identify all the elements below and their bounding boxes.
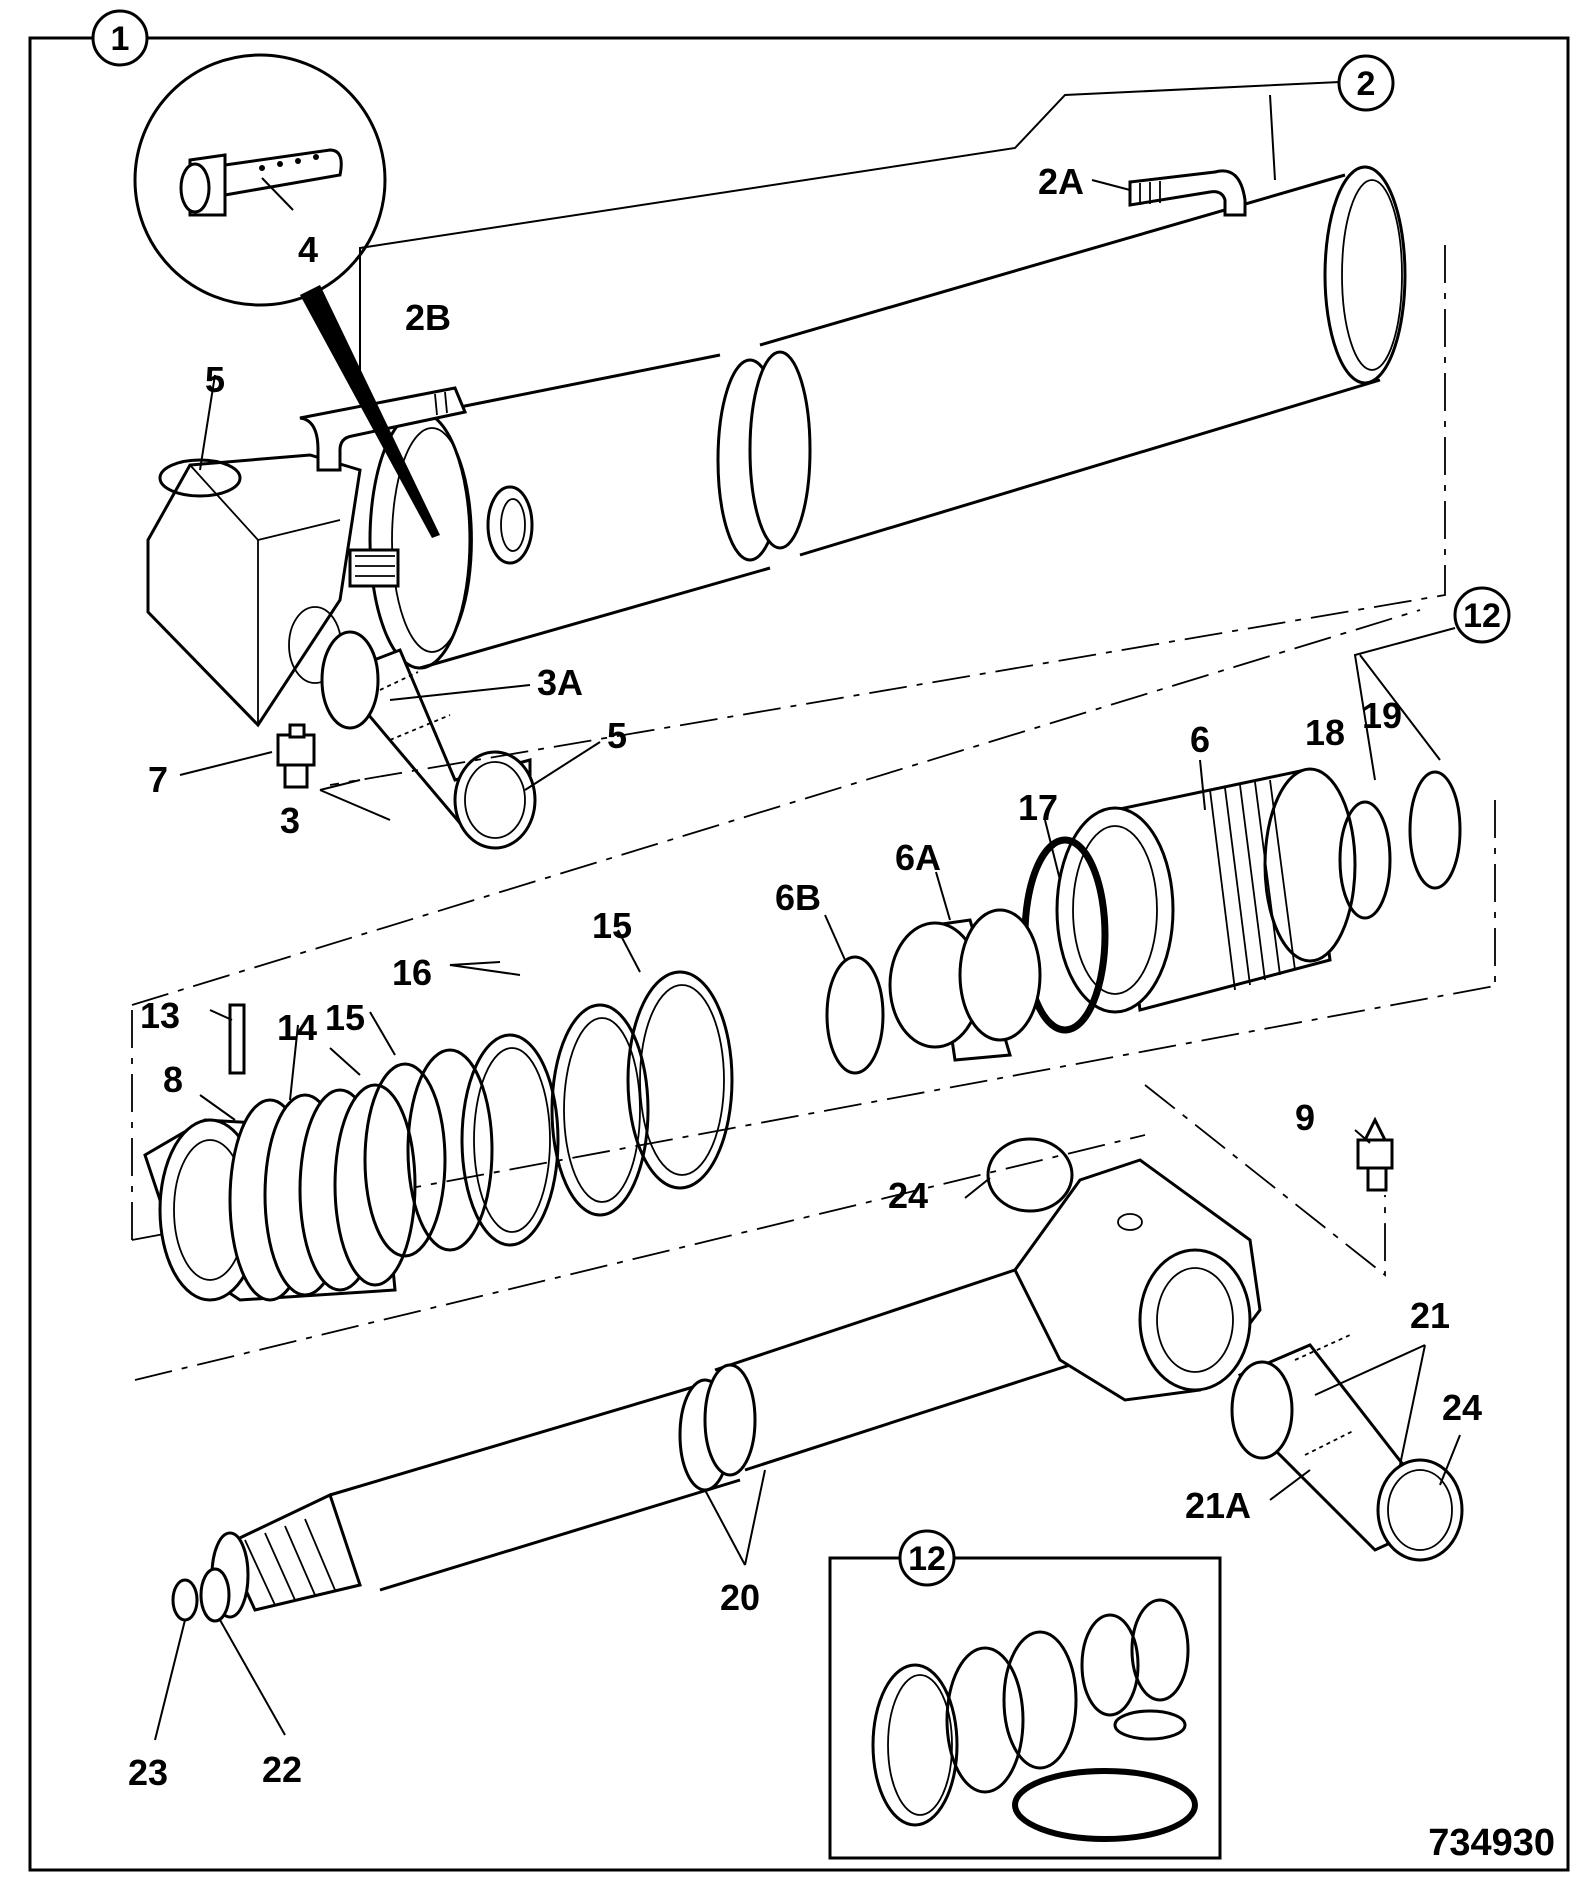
seal-5-upper <box>158 458 242 498</box>
restrictor-inset <box>133 53 440 538</box>
label-24-top: 24 <box>888 1175 928 1216</box>
ring-6b <box>825 955 885 1075</box>
label-24-right: 24 <box>1442 1387 1482 1428</box>
head-block <box>146 453 362 728</box>
seal-kit-inset <box>828 1556 1222 1860</box>
bush-3-assembly <box>320 630 537 850</box>
label-5-lower: 5 <box>607 715 627 756</box>
locknut-22 <box>199 1567 231 1623</box>
seal-18 <box>1338 800 1392 920</box>
piston-8 <box>143 1083 417 1302</box>
label-3a: 3A <box>537 662 583 703</box>
seal-kit-inset-frame <box>828 1556 1222 1860</box>
callout-main-assembly: 1 <box>111 20 130 58</box>
seal-14 <box>363 1062 447 1258</box>
pin-13 <box>228 1003 246 1075</box>
label-8: 8 <box>163 1059 183 1100</box>
cylinder-tube <box>146 165 1407 728</box>
label-15-left: 15 <box>325 997 365 1038</box>
callout-seal-kit-inset: 12 <box>908 1540 946 1578</box>
label-4: 4 <box>298 229 318 270</box>
circlip-23 <box>171 1578 199 1622</box>
piston-rod-20 <box>210 1158 1262 1619</box>
callout-cylinder-tube: 2 <box>1357 65 1376 103</box>
callout-12-circle <box>1453 586 1511 644</box>
callout-2-circle <box>1337 54 1395 112</box>
callout-seal-kit: 12 <box>1463 597 1501 635</box>
label-2b: 2B <box>405 297 451 338</box>
label-18: 18 <box>1305 712 1345 753</box>
label-9: 9 <box>1295 1097 1315 1138</box>
grease-nipple-9 <box>1356 1116 1394 1192</box>
label-21a: 21A <box>1185 1485 1251 1526</box>
tube-end <box>1323 165 1407 385</box>
label-3: 3 <box>280 800 300 841</box>
label-17: 17 <box>1018 787 1058 828</box>
label-23: 23 <box>128 1752 168 1793</box>
seal-24-top <box>986 1137 1074 1213</box>
gland-6 <box>1055 767 1357 1014</box>
diagram-frame <box>28 36 1570 1872</box>
label-5-upper: 5 <box>205 359 225 400</box>
rod-bush-21 <box>1230 1334 1464 1562</box>
label-6a: 6A <box>895 837 941 878</box>
ring-15-right <box>626 970 734 1190</box>
gland-bush-6a <box>888 908 1042 1062</box>
pipe-2a <box>1128 169 1247 217</box>
ring-16-b <box>550 1003 650 1217</box>
drawing-number: 734930 <box>1428 1822 1555 1864</box>
label-6b: 6B <box>775 877 821 918</box>
grease-nipple-7 <box>276 723 316 789</box>
callout-1-circle <box>91 9 149 67</box>
label-14: 14 <box>277 1007 317 1048</box>
label-2a: 2A <box>1038 161 1084 202</box>
label-15-right: 15 <box>592 905 632 946</box>
ring-15-left <box>406 1048 494 1252</box>
ring-16-a <box>460 1033 560 1247</box>
label-6: 6 <box>1190 719 1210 760</box>
label-19: 19 <box>1362 695 1402 736</box>
label-22: 22 <box>262 1749 302 1790</box>
label-13: 13 <box>140 995 180 1036</box>
label-20: 20 <box>720 1577 760 1618</box>
label-7: 7 <box>148 759 168 800</box>
label-16: 16 <box>392 952 432 993</box>
callout-12-inset-circle <box>898 1529 956 1587</box>
label-21: 21 <box>1410 1295 1450 1336</box>
wiper-19 <box>1408 770 1462 890</box>
